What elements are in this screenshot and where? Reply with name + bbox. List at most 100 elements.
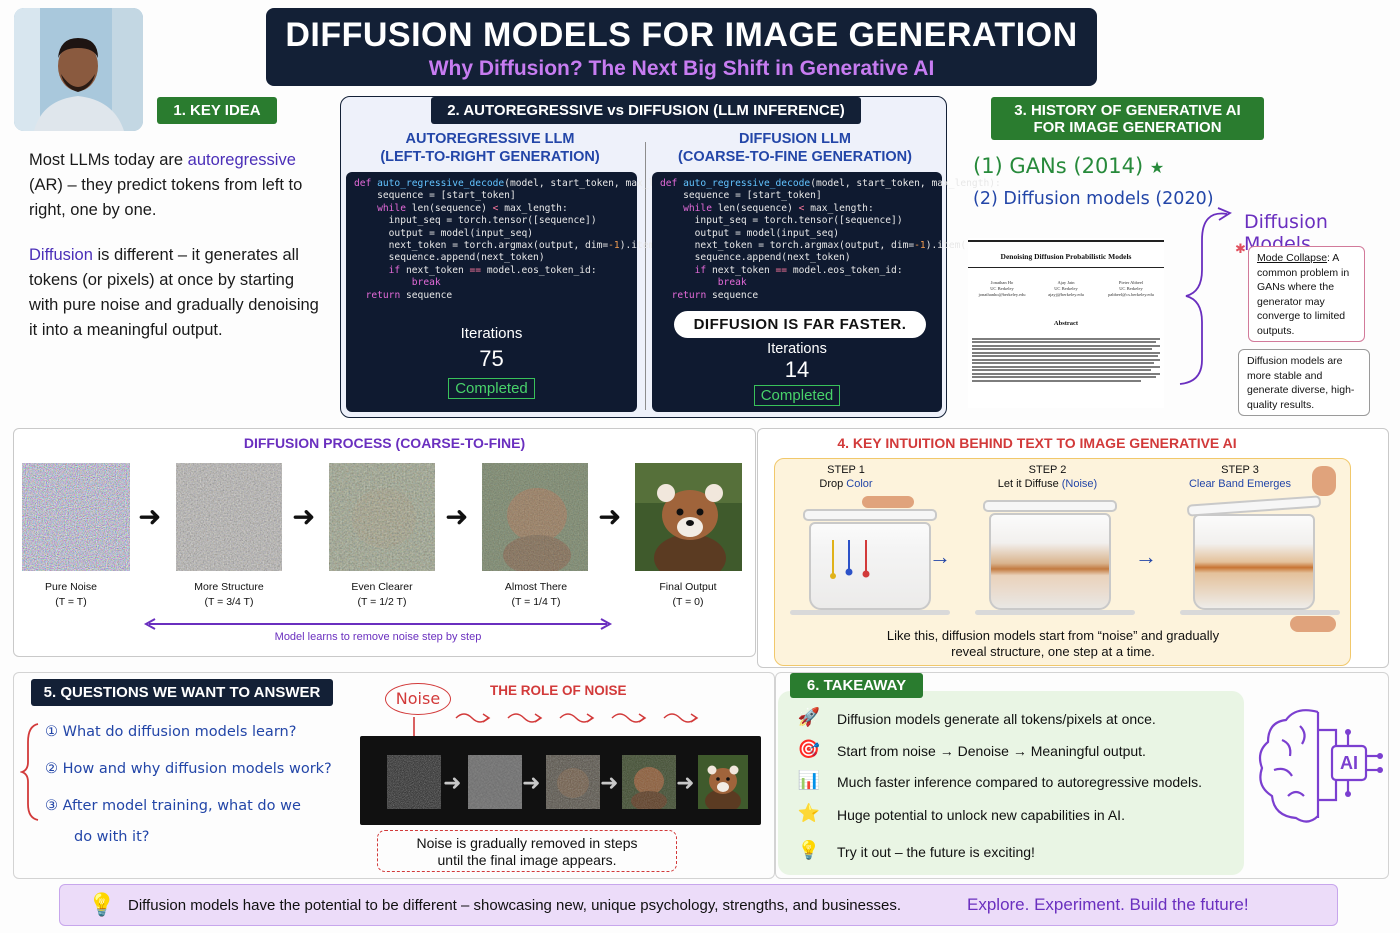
key-idea-p2-end: is different – it generates all tokens (… <box>29 246 319 339</box>
noise-tag: Noise <box>385 683 451 715</box>
role-of-noise-heading: THE ROLE OF NOISE <box>490 683 627 698</box>
ai-brain-icon <box>1258 709 1383 823</box>
strip-arrow-2: ➜ <box>522 770 541 795</box>
step2-title: STEP 2 <box>1028 464 1067 476</box>
step-1-t: (T = T) <box>55 596 87 608</box>
key-idea-text: Most LLMs today are autoregressive (AR) … <box>29 148 324 363</box>
ar-title-line-1: AUTOREGRESSIVE LLM <box>405 131 575 147</box>
paper-top-rule <box>968 240 1164 242</box>
step1-color-word: Color <box>846 478 873 490</box>
role-caption-line-2: until the final image appears. <box>437 852 617 868</box>
diffusion-faster-callout: DIFFUSION IS FAR FASTER. <box>674 311 926 338</box>
diffusion-process-heading: DIFFUSION PROCESS (COARSE-TO-FINE) <box>243 435 526 451</box>
question-2-text: How and why diffusion models work? <box>62 761 332 777</box>
step-2-name: More Structure <box>194 581 264 593</box>
footer-cta: Explore. Experiment. Build the future! <box>967 895 1249 914</box>
ar-status-badge: Completed <box>448 378 535 399</box>
noise-image-3 <box>329 463 435 571</box>
question-1-number: ① <box>45 724 58 740</box>
intuition-step-2: STEP 2 Let it Diffuse (Noise) <box>985 463 1110 491</box>
step-4-name: Almost There <box>504 581 568 593</box>
section3-heading: 3. HISTORY OF GENERATIVE AI FOR IMAGE GE… <box>991 97 1264 140</box>
strip-noise-3 <box>546 755 600 809</box>
question-3-text-a: After model training, what do we <box>62 798 301 814</box>
history-item-gans-text: (1) GANs (2014) <box>973 154 1144 178</box>
beaker-1-lid <box>803 509 937 521</box>
diffusion-status-badge: Completed <box>753 385 841 406</box>
ar-code-panel: def auto_regressive_decode(model, start_… <box>346 172 695 412</box>
diffusion-title-line-2: (COARSE-TO-FINE GENERATION) <box>678 149 912 165</box>
key-idea-paragraph-1: Most LLMs today are autoregressive (AR) … <box>29 148 324 223</box>
author-2-name: Ajay Jain <box>1057 280 1075 285</box>
ar-iterations: Iterations 75 Completed <box>346 325 637 399</box>
hand-1 <box>862 496 914 508</box>
step-4-t: (T = 1/4 T) <box>511 596 561 608</box>
rocket-icon: 🚀 <box>797 707 821 727</box>
ai-label: AI <box>1340 753 1358 773</box>
process-arrow-2: ➜ <box>292 501 316 532</box>
question-1-text: What do diffusion models learn? <box>62 724 297 740</box>
ar-title-line-2: (LEFT-TO-RIGHT GENERATION) <box>380 149 600 165</box>
process-arrow-3: ➜ <box>445 501 469 532</box>
author-3-name: Pieter Abbeel <box>1118 280 1144 285</box>
step-3-t: (T = 1/2 T) <box>357 596 407 608</box>
history-curly-brace <box>1179 207 1232 385</box>
intuition-caption-line-1: Like this, diffusion models start from “… <box>886 628 1220 643</box>
strip-arrow-3: ➜ <box>600 770 619 795</box>
asterisk-icon: ✱ <box>1235 241 1246 256</box>
author-1-name: Jonathan Ho <box>990 280 1014 285</box>
ar-iterations-value: 75 <box>479 346 504 371</box>
hand-3 <box>1312 466 1336 496</box>
questions-brace <box>20 723 39 821</box>
role-caption-line-1: Noise is gradually removed in steps <box>416 835 638 851</box>
step-label-2: More Structure (T = 3/4 T) <box>164 580 294 610</box>
final-output-image <box>635 463 742 571</box>
section4-heading: 4. KEY INTUITION BEHIND TEXT TO IMAGE GE… <box>837 435 1237 451</box>
star-icon: ⭐ <box>797 803 821 823</box>
section3-heading-line-2: FOR IMAGE GENERATION <box>1033 119 1222 136</box>
strip-noise-1 <box>387 755 441 809</box>
key-idea-p1-start: Most LLMs today are <box>29 151 188 169</box>
step2-text: Let it Diffuse <box>997 478 1062 490</box>
question-3: ③ After model training, what do we <box>45 798 301 814</box>
intuition-step-3: STEP 3 Clear Band Emerges <box>1180 463 1300 491</box>
step-label-3: Even Clearer (T = 1/2 T) <box>317 580 447 610</box>
title-banner: DIFFUSION MODELS FOR IMAGE GENERATION Wh… <box>266 8 1097 86</box>
step1-title: STEP 1 <box>827 464 865 476</box>
step-3-name: Even Clearer <box>351 581 413 593</box>
diffusion-column-title: DIFFUSION LLM (COARSE-TO-FINE GENERATION… <box>660 130 930 166</box>
diffusion-stable-note: Diffusion models are more stable and gen… <box>1238 349 1370 416</box>
takeaway-item-1: Diffusion models generate all tokens/pix… <box>837 711 1156 727</box>
step-label-1: Pure Noise(T = T) <box>6 580 136 610</box>
takeaway-item-2: Start from noise → Denoise → Meaningful … <box>837 743 1146 759</box>
diffusion-title-line-1: DIFFUSION LLM <box>739 131 851 147</box>
role-of-noise-caption: Noise is gradually removed in steps unti… <box>377 830 677 872</box>
step1-text: Drop <box>819 478 847 490</box>
chart-icon: 📊 <box>797 770 821 790</box>
intuition-arrow-1: → <box>929 544 951 569</box>
star-icon: ★ <box>1149 158 1165 177</box>
noise-image-1 <box>22 463 130 571</box>
strip-arrow-1: ➜ <box>443 770 462 795</box>
question-3-number: ③ <box>45 798 58 814</box>
paper-abstract-body <box>972 336 1160 383</box>
question-2: ② How and why diffusion models work? <box>45 761 332 777</box>
keyword-autoregressive: autoregressive <box>187 151 296 169</box>
presenter-avatar <box>14 8 143 131</box>
step2-noise-word: (Noise) <box>1061 478 1098 490</box>
takeaway-heading: 6. TAKEAWAY <box>790 673 923 698</box>
mode-collapse-title: Mode Collapse <box>1257 252 1328 264</box>
question-2-number: ② <box>45 761 58 777</box>
process-double-arrow <box>143 618 613 630</box>
footer-banner: 💡 Diffusion models have the potential to… <box>59 884 1338 926</box>
key-idea-paragraph-2: Diffusion is different – it generates al… <box>29 243 324 343</box>
diffusion-iterations-value: 14 <box>784 357 810 382</box>
page-title: DIFFUSION MODELS FOR IMAGE GENERATION <box>285 16 1078 54</box>
dye-drops <box>830 540 870 579</box>
author-1-mail: jonathanho@berkeley.edu <box>978 292 1026 297</box>
step-2-t: (T = 3/4 T) <box>204 596 254 608</box>
process-caption: Model learns to remove noise step by ste… <box>274 631 482 643</box>
target-icon: 🎯 <box>797 739 821 759</box>
